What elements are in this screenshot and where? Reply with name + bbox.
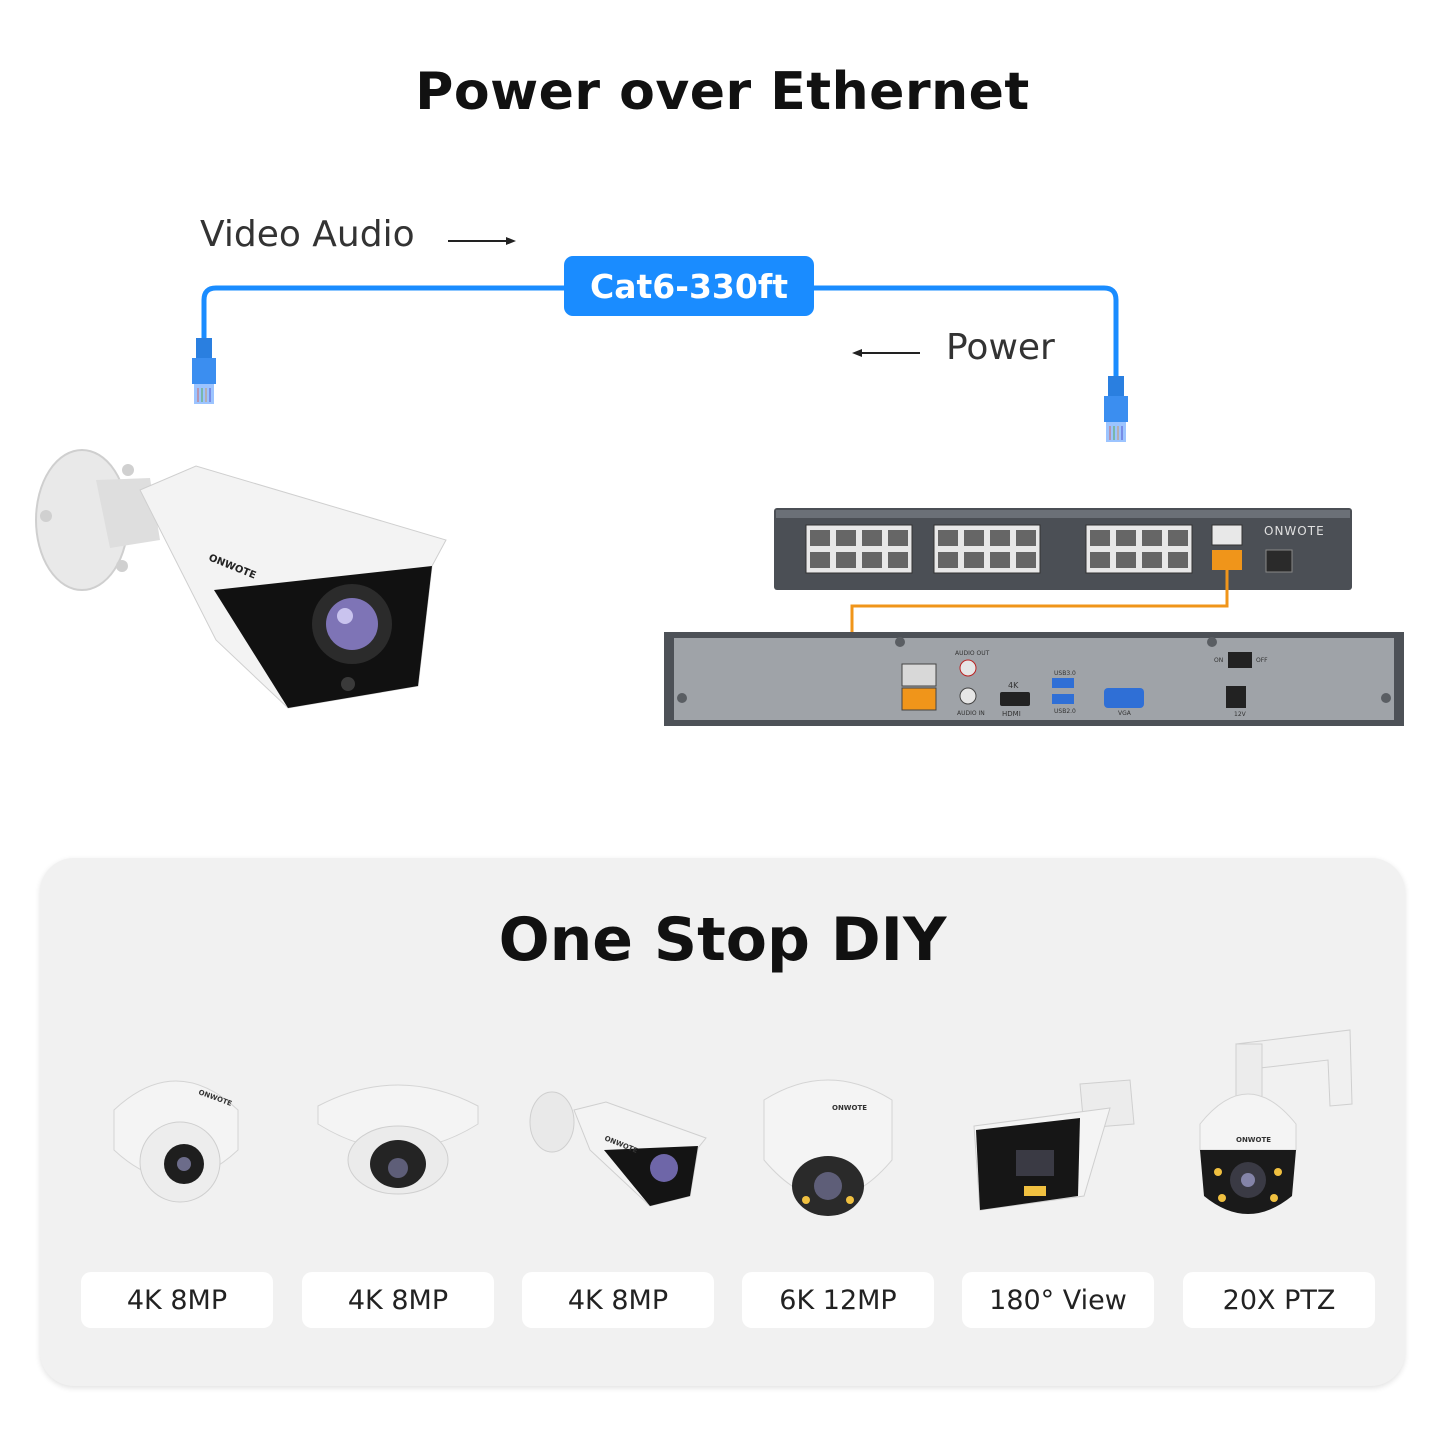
spec-pill: 4K 8MP	[81, 1272, 273, 1328]
off-label: OFF	[1256, 657, 1268, 664]
hdmi-label: HDMI	[1002, 710, 1021, 718]
spec-label: 4K 8MP	[567, 1284, 669, 1316]
cable-length-badge: Cat6-330ft	[564, 256, 814, 316]
bullet-camera-icon	[35, 449, 447, 709]
spec-label: 4K 8MP	[347, 1284, 449, 1316]
spec-pill: 4K 8MP	[522, 1272, 714, 1328]
resolution-label: 4K	[1008, 681, 1019, 690]
rj45-connector-left-icon	[192, 338, 216, 404]
poe-diagram: ONWOTE ONWOTE	[35, 237, 1404, 726]
poe-switch	[774, 508, 1352, 590]
usb3-label: USB3.0	[1054, 670, 1076, 677]
video-audio-label: Video Audio	[200, 214, 415, 255]
spec-label: 180° View	[989, 1284, 1127, 1316]
audio-in-label: AUDIO IN	[957, 710, 985, 717]
spec-pill: 4K 8MP	[302, 1272, 494, 1328]
power-direction-label: Power	[946, 327, 1055, 368]
spec-pill: 20X PTZ	[1183, 1272, 1375, 1328]
page-title: Power over Ethernet	[415, 62, 1030, 122]
rj45-connector-right-icon	[1104, 376, 1128, 442]
spec-label: 6K 12MP	[779, 1284, 897, 1316]
arrow-left-icon	[852, 349, 920, 357]
spec-label: 4K 8MP	[126, 1284, 228, 1316]
on-label: ON	[1214, 657, 1223, 664]
switch-brand-text: ONWOTE	[1264, 524, 1325, 538]
spec-label: 20X PTZ	[1222, 1284, 1336, 1316]
vga-label: VGA	[1118, 710, 1132, 717]
spec-pill: 6K 12MP	[742, 1272, 934, 1328]
spec-pill: 180° View	[962, 1272, 1154, 1328]
diy-title: One Stop DIY	[498, 905, 947, 975]
usb2-label: USB2.0	[1054, 708, 1076, 715]
audio-out-label: AUDIO OUT	[955, 650, 990, 657]
arrow-right-icon	[448, 237, 516, 245]
power-label: 12V	[1234, 711, 1247, 718]
nvr-recorder	[664, 632, 1404, 726]
